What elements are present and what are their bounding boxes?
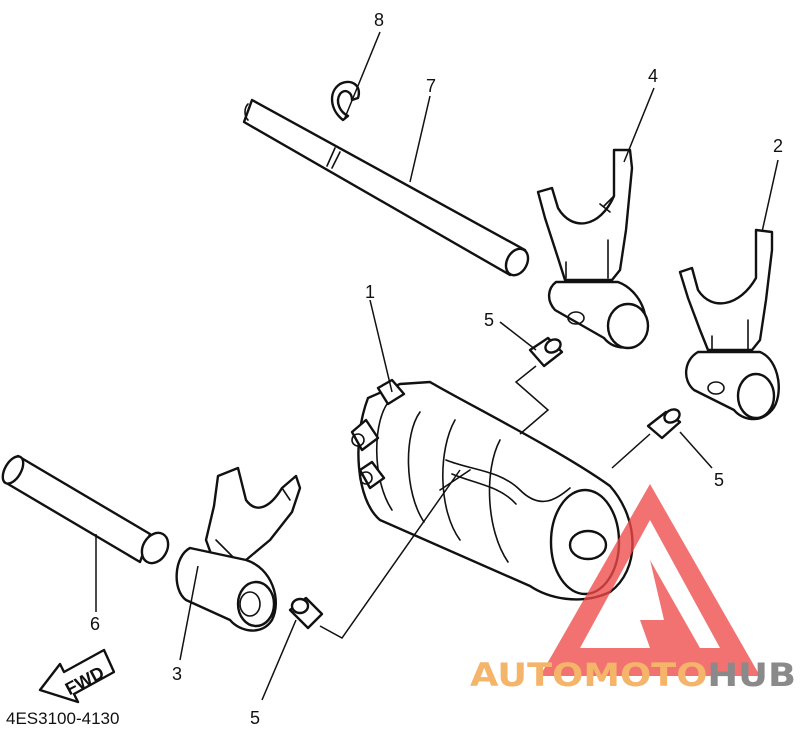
callout-5-lower: 5 [250,708,260,728]
shift-shaft-part-6 [1,454,170,565]
fwd-arrow: FWD [38,648,116,704]
watermark-text-part2: HUB [707,656,796,694]
part-code: 4ES3100-4130 [6,709,119,728]
callout-labels: 8 7 4 2 1 5 5 5 6 3 [90,10,783,728]
guide-pin-part-5-upper [528,336,564,368]
callout-5-right: 5 [714,470,724,490]
callout-1: 1 [365,282,375,302]
shift-fork-part-4 [536,148,650,350]
circlip-part-8 [330,80,361,122]
guide-pin-part-5-lower [288,596,324,630]
callout-5-upper: 5 [484,310,494,330]
callout-7: 7 [426,76,436,96]
shift-drum-part-1 [350,378,634,601]
watermark-triangle-icon [540,484,760,676]
callout-3: 3 [172,664,182,684]
guide-pin-part-5-right [646,408,682,440]
callout-2: 2 [773,136,783,156]
shift-fork-part-3 [175,466,302,632]
watermark-text-part1: AUTOMOTO [470,656,707,694]
shift-fork-part-2 [678,228,780,421]
callout-6: 6 [90,614,100,634]
shift-shaft-part-7 [242,98,530,277]
callout-4: 4 [648,66,658,86]
callout-8: 8 [374,10,384,30]
leader-lines [95,31,779,701]
